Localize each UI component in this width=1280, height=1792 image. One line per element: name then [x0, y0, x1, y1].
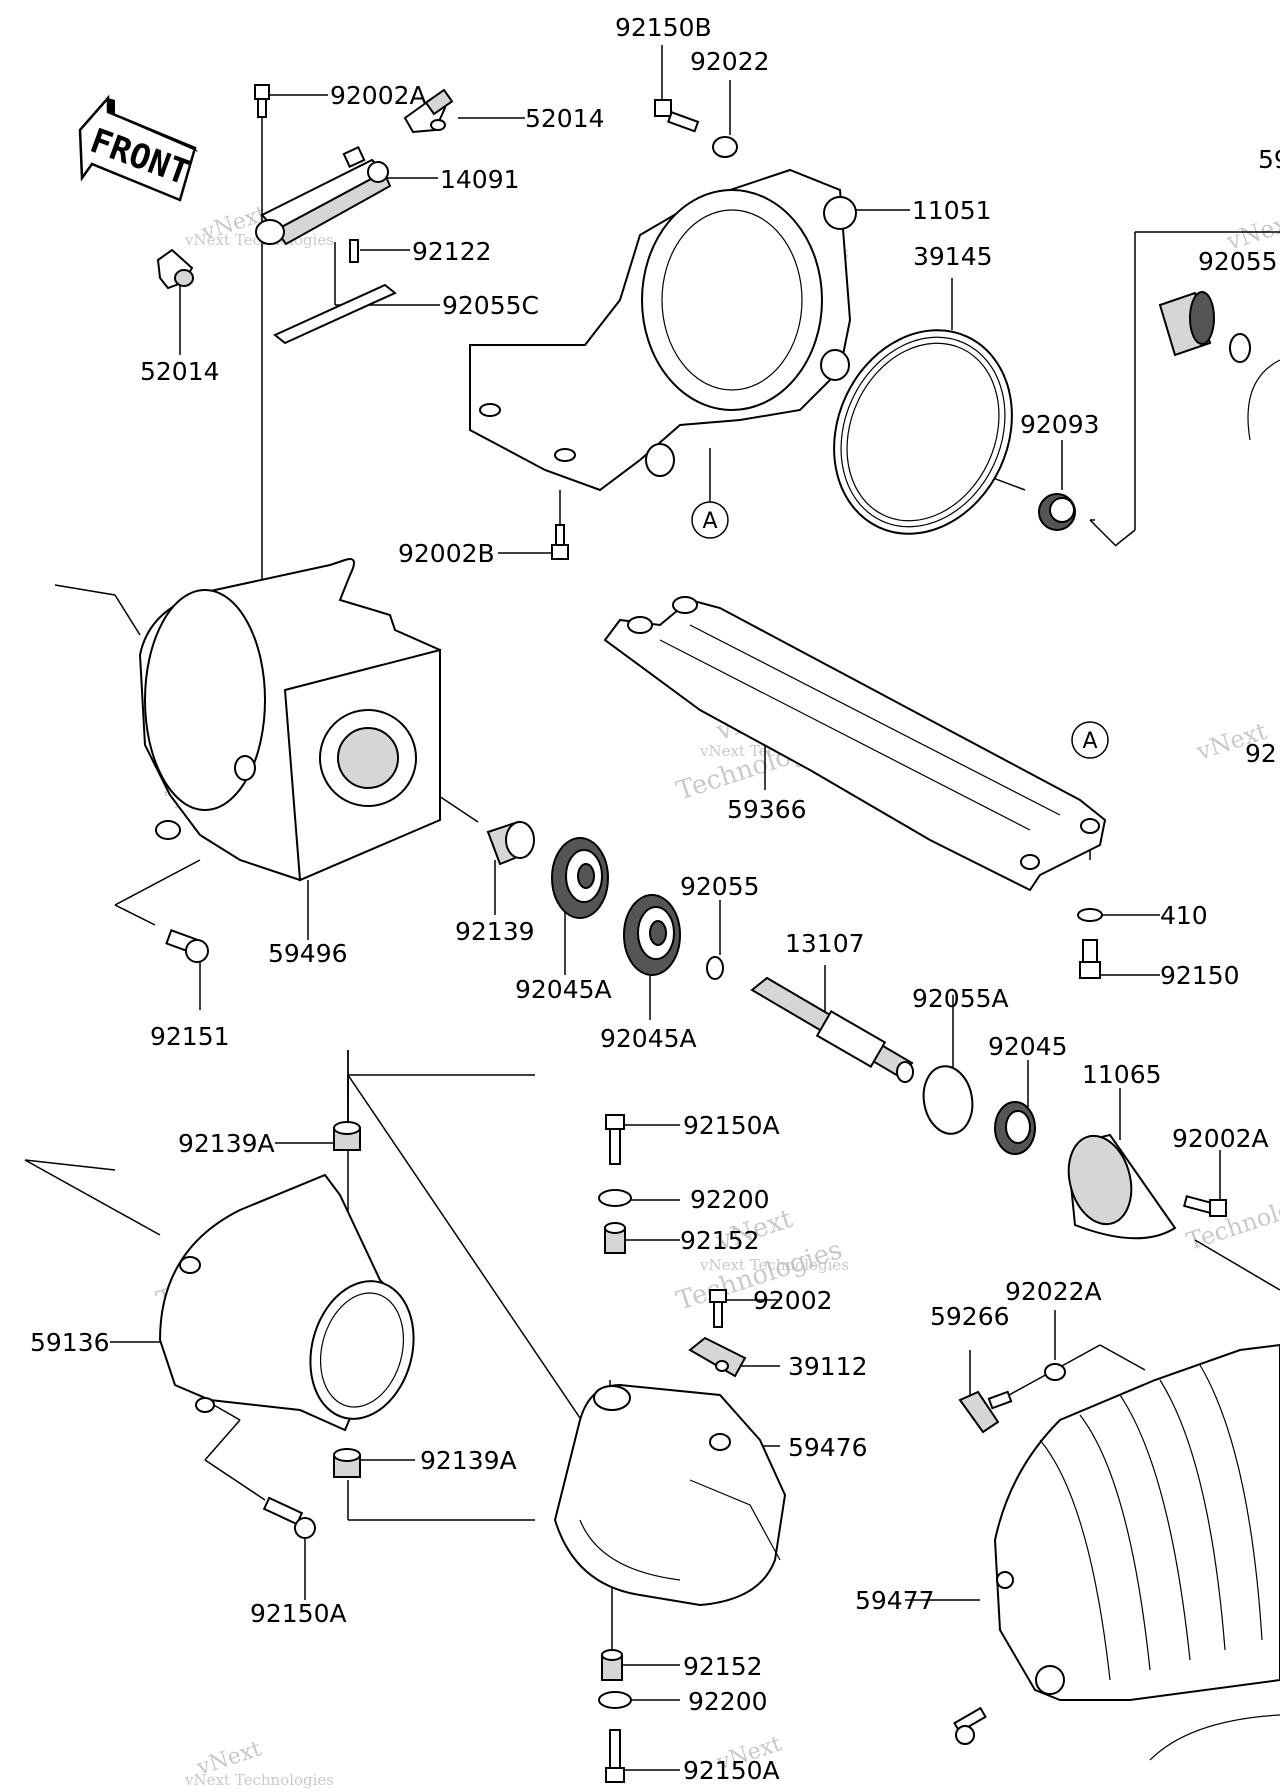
label-92045A-2: 92045A	[600, 1024, 697, 1053]
part-92151-bolt	[165, 929, 209, 963]
part-92139-bushing	[486, 820, 535, 866]
label-14091: 14091	[440, 165, 520, 194]
label-52014-left: 52014	[140, 357, 220, 386]
label-92093: 92093	[1020, 410, 1100, 439]
watermark: vNext Technologies	[699, 1256, 849, 1274]
label-92022A: 92022A	[1005, 1277, 1102, 1306]
watermark: vNext Technologies	[184, 1771, 334, 1789]
callout-letter: A	[1082, 729, 1097, 754]
label-410: 410	[1160, 901, 1208, 930]
part-92022A-washer	[1044, 1363, 1066, 1381]
label-92200-top: 92200	[690, 1185, 770, 1214]
part-92055-cylinder	[1158, 291, 1280, 441]
label-92002: 92002	[753, 1286, 833, 1315]
front-arrow: FRONT	[78, 94, 198, 202]
part-92152-sleeve-bot	[601, 1649, 623, 1681]
part-92093-seal	[1038, 493, 1076, 531]
part-92002A-bolt	[254, 84, 270, 665]
part-59266-fitting	[958, 1390, 1013, 1434]
label-92139A-bot: 92139A	[420, 1446, 517, 1475]
part-52014-fitting-left	[156, 248, 194, 290]
label-59366: 59366	[727, 795, 807, 824]
part-59496-pump	[138, 558, 442, 882]
label-92002A: 92002A	[330, 81, 427, 110]
part-92152-sleeve-top	[604, 1222, 626, 1254]
watermark: Technologies	[1183, 1180, 1280, 1256]
label-92139: 92139	[455, 917, 535, 946]
part-11051-housing	[469, 168, 857, 492]
part-92150A-bolt-top	[605, 1114, 625, 1165]
part-92055A-oring	[922, 1065, 974, 1135]
part-92200-washer-bot	[598, 1691, 632, 1709]
part-92022-washer	[712, 136, 738, 158]
label-92-cut: 92	[1245, 739, 1277, 768]
label-92055: 92055	[680, 872, 760, 901]
part-39112-lever	[688, 1336, 747, 1378]
part-92045-bearing	[994, 1101, 1036, 1155]
part-92045A-bearing-2	[623, 894, 681, 976]
label-13107: 13107	[785, 929, 865, 958]
label-92150: 92150	[1160, 961, 1240, 990]
label-92002A-right: 92002A	[1172, 1124, 1269, 1153]
label-92152-bot: 92152	[683, 1652, 763, 1681]
part-39145-ring	[833, 329, 1013, 535]
label-59476: 59476	[788, 1433, 868, 1462]
label-92045: 92045	[988, 1032, 1068, 1061]
part-92002A-bolt-right	[1182, 1195, 1227, 1217]
label-92200-bot: 92200	[688, 1687, 768, 1716]
part-59476-steering	[553, 1383, 787, 1607]
part-92045A-bearing-1	[551, 837, 609, 919]
part-92150A-bolt-left	[262, 1496, 316, 1539]
label-59136: 59136	[30, 1328, 110, 1357]
label-59496: 59496	[268, 939, 348, 968]
label-92055-top: 92055	[1198, 247, 1278, 276]
label-39112: 39112	[788, 1352, 868, 1381]
part-59136-nozzle	[158, 1173, 415, 1432]
label-59-cut: 59	[1258, 145, 1280, 174]
part-11065-cone	[1067, 1133, 1177, 1240]
label-92022: 92022	[690, 47, 770, 76]
label-52014: 52014	[525, 104, 605, 133]
label-92150A-bot: 92150A	[683, 1756, 780, 1785]
part-labels: 92150B 92022 92002A 52014 14091 11051 92…	[30, 13, 1280, 1785]
callout-A-bottom: A	[1071, 721, 1109, 759]
label-39145: 39145	[913, 242, 993, 271]
part-13107-shaft	[750, 976, 914, 1083]
part-59477-cover	[993, 1343, 1280, 1761]
part-92150-bolt	[1079, 939, 1101, 979]
part-410-washer	[1077, 908, 1103, 922]
label-92152-top: 92152	[680, 1226, 760, 1255]
part-92002B-bolt	[551, 524, 569, 560]
callout-letter: A	[702, 509, 717, 534]
label-92045A-1: 92045A	[515, 975, 612, 1004]
label-59477: 59477	[855, 1586, 935, 1615]
part-92200-washer-top	[598, 1189, 632, 1207]
part-92150B-bolt	[654, 99, 700, 133]
part-92150A-bolt-bot	[605, 1729, 625, 1783]
label-92150B: 92150B	[615, 13, 712, 42]
label-92055C: 92055C	[442, 291, 539, 320]
part-92139A-bushing-top	[333, 1121, 361, 1151]
part-14091-valve	[255, 145, 392, 246]
label-92150A-left: 92150A	[250, 1599, 347, 1628]
part-92139A-bushing-bot	[333, 1448, 361, 1478]
label-11051: 11051	[912, 196, 992, 225]
label-92151: 92151	[150, 1022, 230, 1051]
part-92002-bolt	[709, 1289, 727, 1328]
label-92055A: 92055A	[912, 984, 1009, 1013]
label-92150A-top: 92150A	[683, 1111, 780, 1140]
part-52014-fitting-top	[403, 88, 454, 134]
callout-A-top: A	[691, 501, 729, 539]
part-92122-pin	[349, 239, 359, 263]
label-92002B: 92002B	[398, 539, 495, 568]
label-11065: 11065	[1082, 1060, 1162, 1089]
part-92055C-gasket	[273, 283, 397, 345]
part-59366-cover	[603, 596, 1107, 892]
label-92139A-top: 92139A	[178, 1129, 275, 1158]
label-59266: 59266	[930, 1302, 1010, 1331]
part-59477-bolt	[953, 1706, 987, 1745]
label-92122: 92122	[412, 237, 492, 266]
part-92055-oring	[706, 956, 724, 980]
